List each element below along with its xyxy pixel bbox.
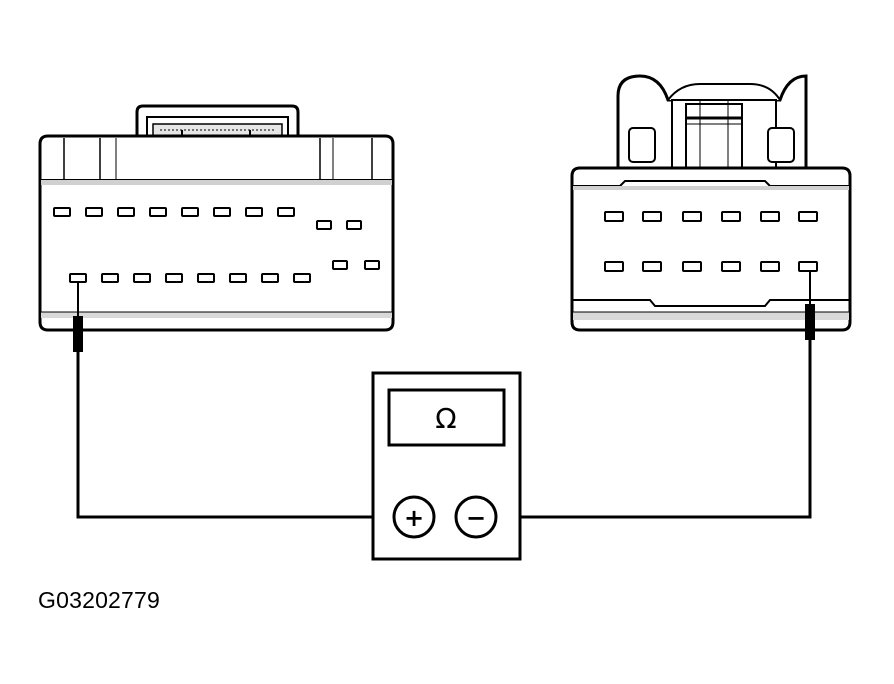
left-connector-pins-row1 bbox=[53, 207, 362, 230]
left-lead-wire bbox=[76, 352, 395, 519]
right-connector-body bbox=[570, 166, 852, 332]
figure-id: G03202779 bbox=[38, 587, 161, 613]
ohm-symbol: Ω bbox=[435, 402, 456, 435]
right-connector-pins-row2 bbox=[604, 261, 818, 272]
negative-terminal bbox=[454, 495, 498, 539]
right-connector bbox=[570, 74, 852, 332]
negative-terminal-label: − bbox=[466, 504, 486, 532]
left-connector bbox=[38, 104, 395, 332]
left-connector-body bbox=[38, 134, 395, 332]
positive-terminal-label: + bbox=[404, 504, 424, 532]
ohmmeter-display bbox=[387, 388, 506, 447]
test-leads bbox=[73, 270, 815, 519]
left-probe-body bbox=[73, 316, 83, 352]
right-connector-pins-row1 bbox=[604, 211, 818, 222]
positive-terminal bbox=[392, 495, 436, 539]
left-connector-pins-row2 bbox=[69, 260, 380, 283]
right-lead-wire bbox=[493, 340, 812, 519]
ohmmeter: Ω + − bbox=[371, 371, 522, 561]
right-probe-body bbox=[805, 304, 815, 340]
